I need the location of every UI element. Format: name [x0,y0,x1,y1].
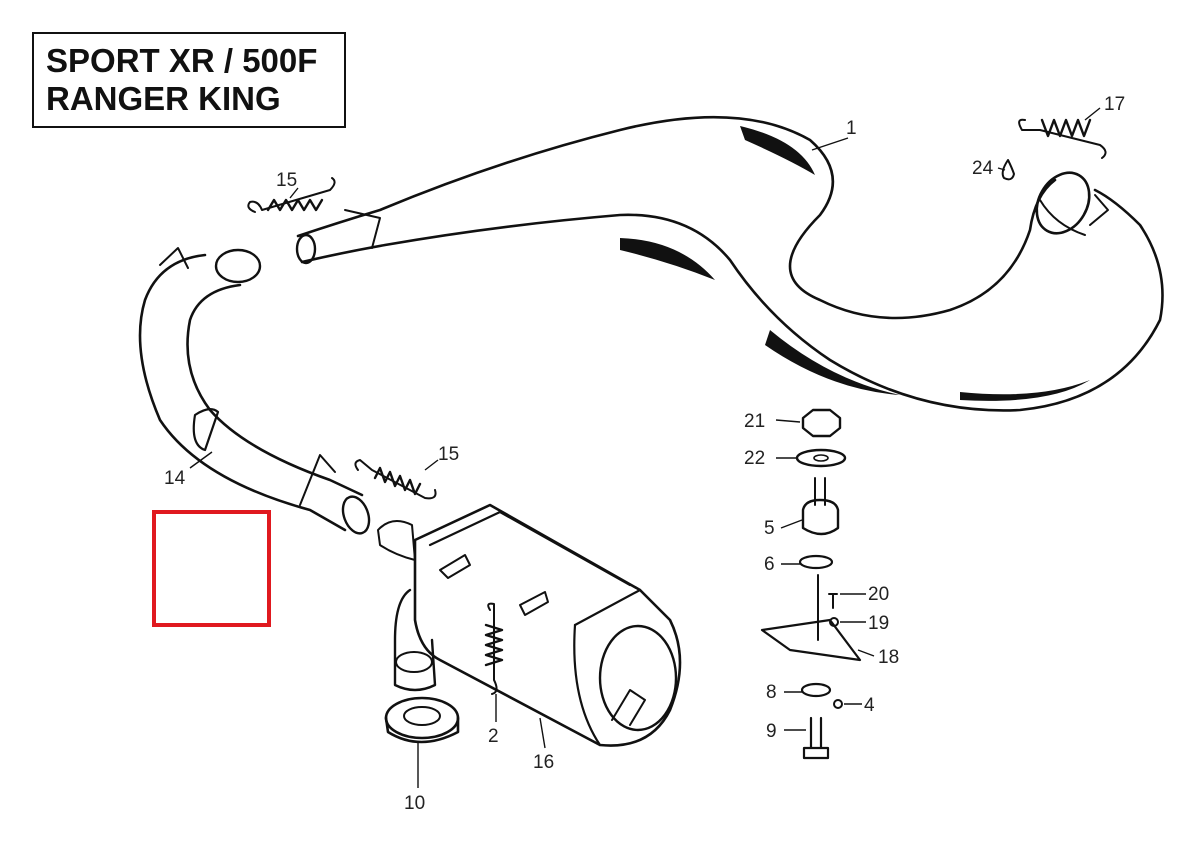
callout-9: 9 [766,721,777,742]
highlight-box [152,510,271,627]
spring-17 [1018,118,1107,159]
callout-6: 6 [764,554,775,575]
title-line-1: SPORT XR / 500F [46,42,317,79]
callout-24: 24 [972,158,994,179]
callout-19: 19 [868,613,889,634]
callout-16: 16 [533,752,554,773]
part-24-drop-icon [1001,159,1015,181]
model-title-box: SPORT XR / 500F RANGER KING [32,32,346,128]
callout-22: 22 [744,448,765,469]
part-10-grommet [384,696,460,744]
part-1-expansion-chamber [295,115,1164,412]
callout-1: 1 [846,118,857,139]
mounting-hardware-stack [760,408,862,760]
callout-17: 17 [1104,94,1125,115]
leader-lines [189,107,1101,788]
spring-2 [484,602,504,695]
part-16-silencer [377,503,682,747]
callout-10: 10 [404,793,425,814]
callout-18: 18 [878,647,899,668]
part-14-elbow-pipe [138,247,371,535]
callout-15-upper: 15 [276,170,297,191]
callout-15-lower: 15 [438,444,459,465]
spring-15-upper [247,177,336,213]
spring-15-lower [354,459,437,500]
callout-labels: 1 17 24 15 15 14 21 22 5 6 20 19 18 8 4 … [164,94,1125,814]
callout-5: 5 [764,518,775,539]
callout-21: 21 [744,411,765,432]
callout-8: 8 [766,682,777,703]
callout-2: 2 [488,726,499,747]
callout-20: 20 [868,584,889,605]
callout-14: 14 [164,468,186,489]
title-line-2: RANGER KING [46,80,281,117]
callout-4: 4 [864,695,875,716]
